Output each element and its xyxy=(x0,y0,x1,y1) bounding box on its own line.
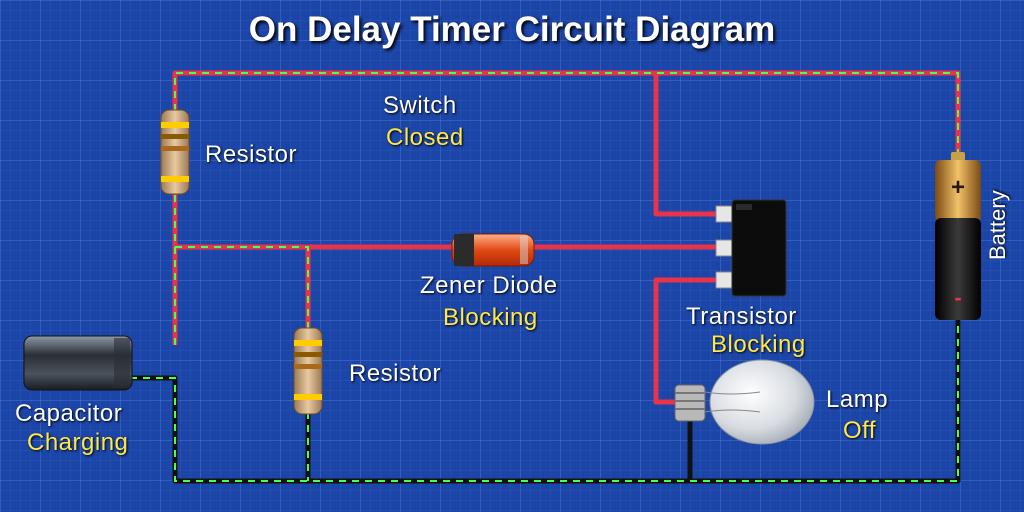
switch-label: Switch xyxy=(383,92,457,119)
resistor-top-label: Resistor xyxy=(205,141,298,168)
transistor-label: Transistor xyxy=(686,303,797,330)
battery-minus: - xyxy=(954,285,961,310)
wire-top-rail xyxy=(172,70,961,345)
transistor-state: Blocking xyxy=(711,331,806,358)
capacitor xyxy=(23,335,133,391)
zener-label: Zener Diode xyxy=(420,272,558,299)
zener-state: Blocking xyxy=(443,304,538,331)
lamp-label: Lamp xyxy=(826,386,889,413)
zener-diode xyxy=(451,233,535,267)
battery: + - xyxy=(935,152,981,320)
resistor-top xyxy=(160,109,190,195)
wire-switch-to-transistor xyxy=(653,73,716,217)
battery-label: Battery xyxy=(985,190,1010,260)
wire-transistor-to-lamp xyxy=(653,277,716,405)
switch-state: Closed xyxy=(386,124,464,151)
lamp xyxy=(674,359,815,445)
transistor xyxy=(715,199,787,297)
capacitor-state: Charging xyxy=(27,429,129,456)
current-flow xyxy=(130,72,959,482)
positive-wires xyxy=(172,70,961,405)
resistor-bottom-label: Resistor xyxy=(349,360,442,387)
lamp-state: Off xyxy=(843,417,877,444)
page-title: On Delay Timer Circuit Diagram xyxy=(248,10,776,49)
resistor-bottom xyxy=(293,327,323,415)
capacitor-label: Capacitor xyxy=(15,400,123,427)
battery-plus: + xyxy=(951,174,965,201)
